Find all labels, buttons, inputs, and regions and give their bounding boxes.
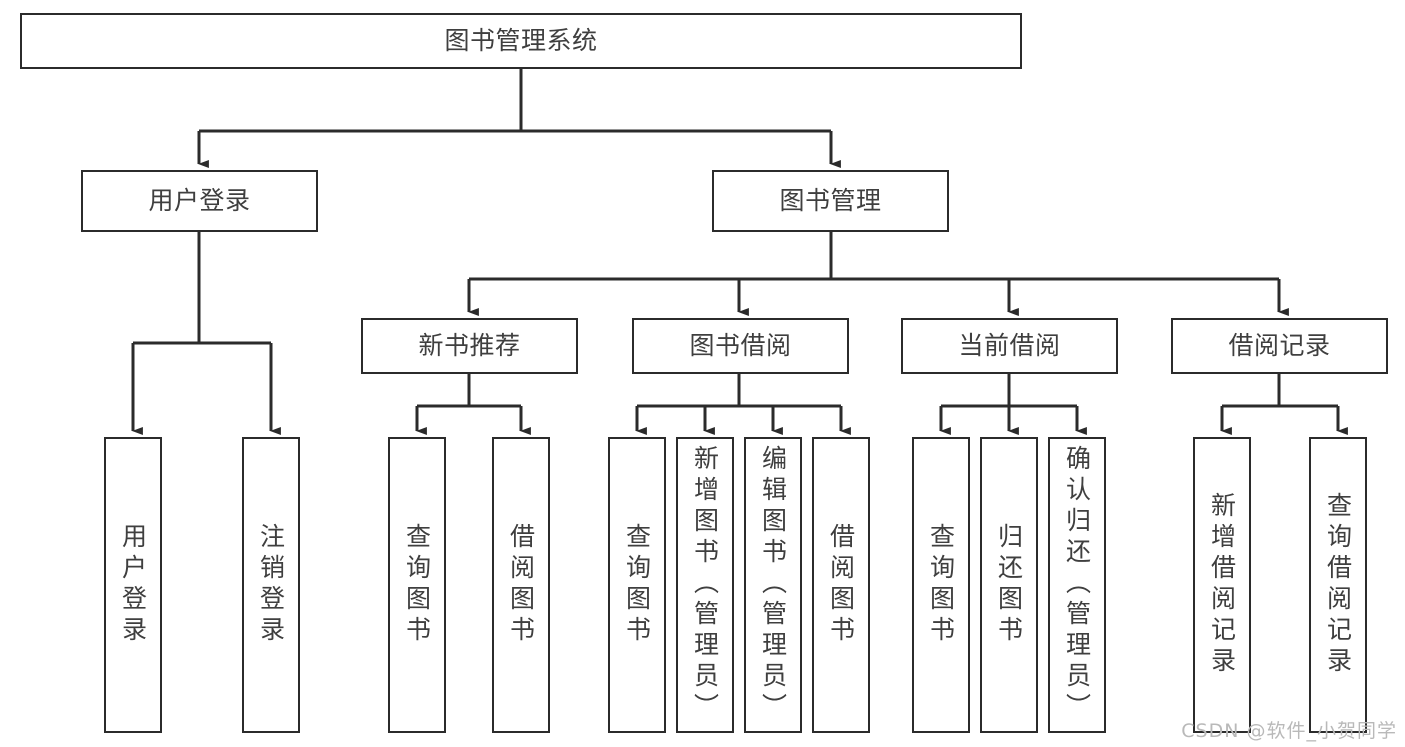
node-leaf-query-book-recommend[interactable]: 查询图书 — [388, 437, 446, 733]
node-label: 当前借阅 — [958, 330, 1061, 360]
node-leaf-query-book-current[interactable]: 查询图书 — [912, 437, 970, 733]
node-label: 图书借阅 — [689, 330, 792, 360]
node-root-system[interactable]: 图书管理系统 — [20, 13, 1022, 69]
node-label: 查询借阅记录 — [1323, 492, 1353, 678]
node-book-borrow[interactable]: 图书借阅 — [632, 318, 849, 374]
node-label: 新增图书（管理员） — [690, 445, 720, 724]
node-leaf-return-book[interactable]: 归还图书 — [980, 437, 1038, 733]
node-leaf-confirm-return-admin[interactable]: 确认归还（管理员） — [1048, 437, 1106, 733]
node-leaf-borrow-book-recommend[interactable]: 借阅图书 — [492, 437, 550, 733]
node-leaf-edit-book-admin[interactable]: 编辑图书（管理员） — [744, 437, 802, 733]
node-label: 借阅记录 — [1228, 330, 1331, 360]
node-leaf-query-borrow-record[interactable]: 查询借阅记录 — [1309, 437, 1367, 733]
node-leaf-user-login[interactable]: 用户登录 — [104, 437, 162, 733]
node-leaf-user-logout[interactable]: 注销登录 — [242, 437, 300, 733]
node-leaf-add-borrow-record[interactable]: 新增借阅记录 — [1193, 437, 1251, 733]
node-label: 归还图书 — [994, 523, 1024, 647]
node-label: 借阅图书 — [506, 523, 536, 647]
node-label: 注销登录 — [256, 523, 286, 647]
node-label: 图书管理系统 — [444, 25, 598, 55]
node-new-book-recommend[interactable]: 新书推荐 — [361, 318, 578, 374]
node-current-borrow[interactable]: 当前借阅 — [901, 318, 1118, 374]
node-leaf-add-book-admin[interactable]: 新增图书（管理员） — [676, 437, 734, 733]
node-label: 查询图书 — [622, 523, 652, 647]
node-borrow-record[interactable]: 借阅记录 — [1171, 318, 1388, 374]
node-label: 编辑图书（管理员） — [758, 445, 788, 724]
node-label: 新书推荐 — [418, 330, 521, 360]
node-leaf-borrow-book[interactable]: 借阅图书 — [812, 437, 870, 733]
node-label: 确认归还（管理员） — [1062, 445, 1092, 724]
node-leaf-query-book-borrow[interactable]: 查询图书 — [608, 437, 666, 733]
node-user-login[interactable]: 用户登录 — [81, 170, 318, 232]
node-label: 新增借阅记录 — [1207, 492, 1237, 678]
node-label: 图书管理 — [779, 185, 882, 215]
node-book-management[interactable]: 图书管理 — [712, 170, 949, 232]
node-label: 查询图书 — [926, 523, 956, 647]
node-label: 借阅图书 — [826, 523, 856, 647]
node-label: 用户登录 — [148, 185, 251, 215]
node-label: 用户登录 — [118, 523, 148, 647]
node-label: 查询图书 — [402, 523, 432, 647]
